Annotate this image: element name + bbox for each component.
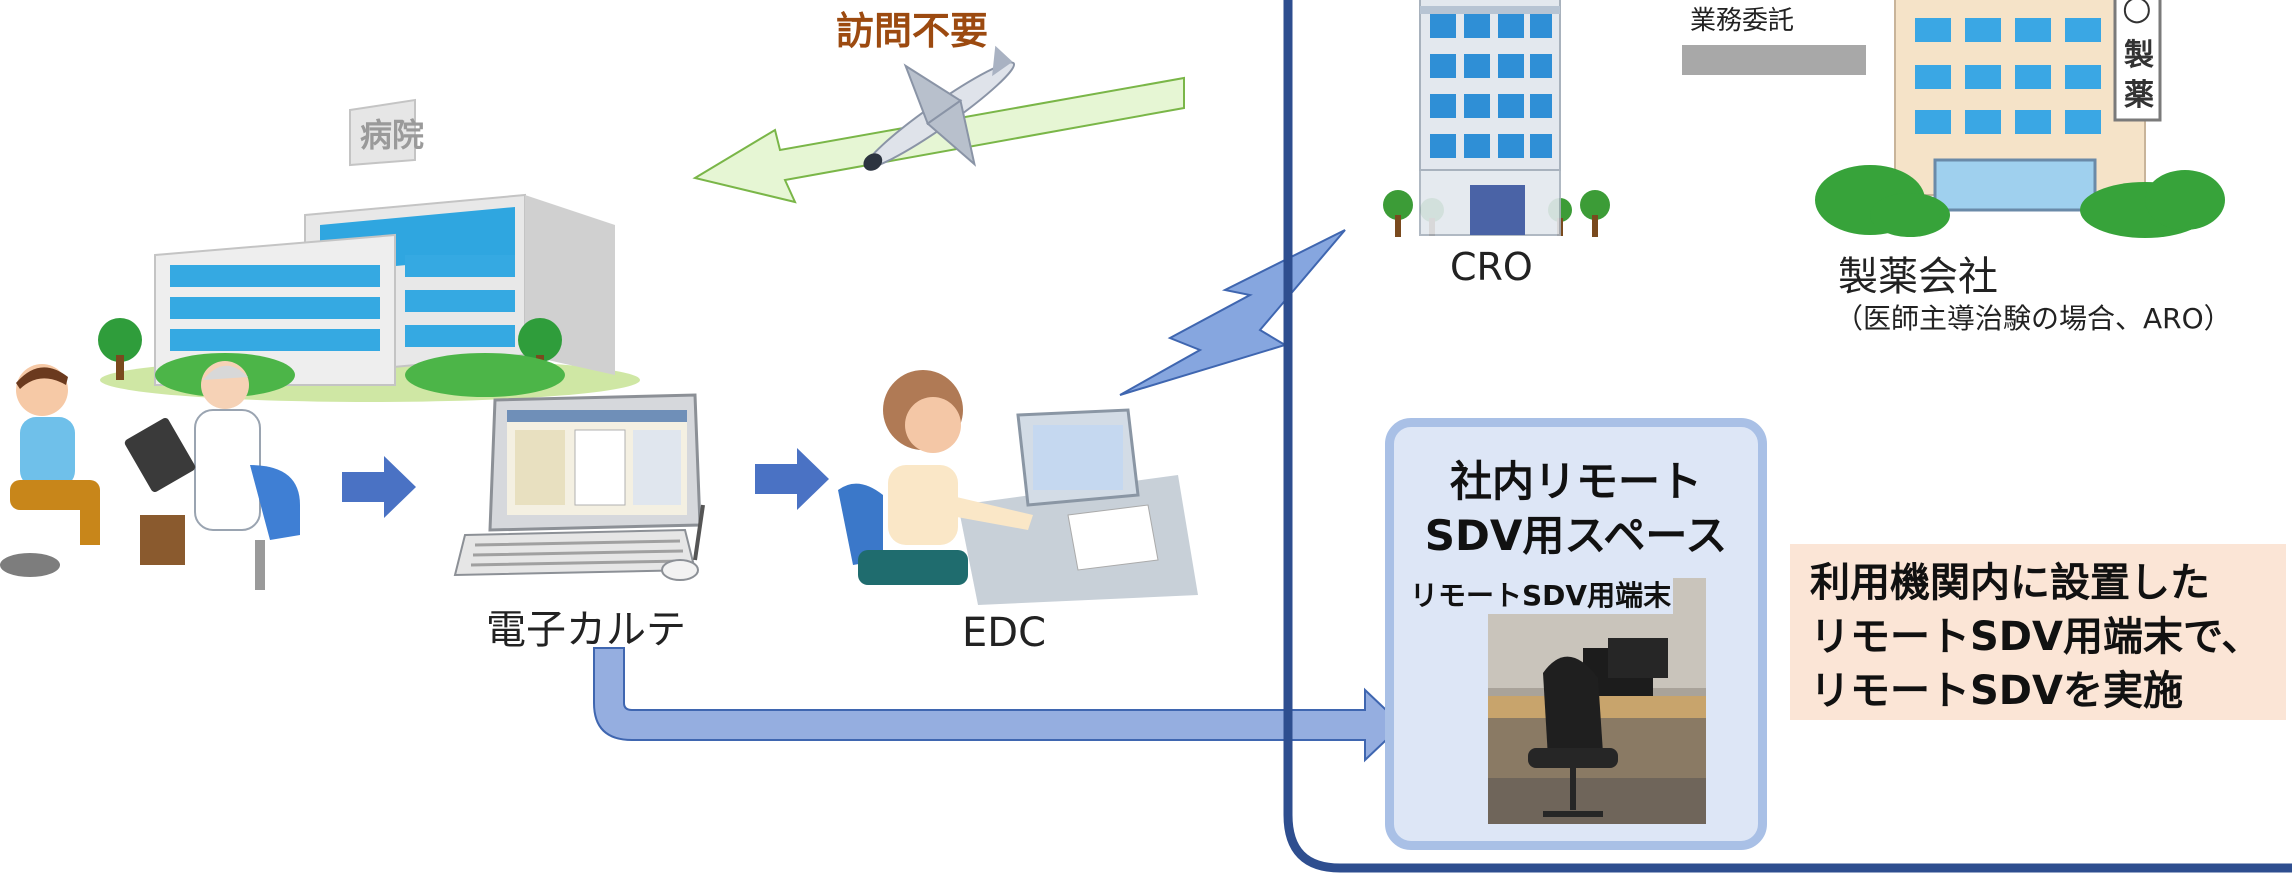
doctor-patient-icon xyxy=(0,361,300,590)
no-visit-label: 訪問不要 xyxy=(836,9,989,53)
hospital-sign: 病院 xyxy=(360,116,425,154)
edc-label: EDC xyxy=(962,610,1047,656)
remote-terminal-photo xyxy=(1488,578,1706,824)
pharma-sign-1: 製 xyxy=(2124,38,2154,73)
pharma-building-icon xyxy=(1815,0,2225,238)
remote-space-title-2: SDV用スペース xyxy=(1424,511,1728,560)
emr-label: 電子カルテ xyxy=(486,607,686,653)
callout-line-1: 利用機関内に設置した xyxy=(1810,560,2210,606)
pharma-sign-2: 薬 xyxy=(2124,78,2154,113)
remote-sdv-callout xyxy=(1790,544,2286,720)
pharma-note: （医師主導治験の場合、ARO） xyxy=(1835,302,2232,335)
callout-line-3: リモートSDVを実施 xyxy=(1810,668,2183,714)
emr-computer-icon xyxy=(453,393,705,581)
outsourcing-label: 業務委託 xyxy=(1690,6,1795,36)
cro-label: CRO xyxy=(1450,245,1533,289)
no-visit-arrow xyxy=(692,76,1185,204)
airplane-icon xyxy=(863,45,1016,171)
edc-operator-icon xyxy=(838,370,1198,605)
flow-arrow-2 xyxy=(755,448,829,510)
pharma-sign-top: ○ xyxy=(2122,0,2152,28)
remote-space-title-1: 社内リモート xyxy=(1449,457,1702,506)
cro-building-icon xyxy=(1383,0,1610,237)
hospital-building-icon xyxy=(98,98,640,402)
flow-arrow-1 xyxy=(342,456,416,518)
remote-terminal-label: リモートSDV用端末 xyxy=(1408,574,1674,614)
outsourcing-connector xyxy=(1682,45,1866,75)
company-panel xyxy=(1283,0,2292,873)
callout-line-2: リモートSDV用端末で、 xyxy=(1810,614,2262,660)
pharma-label: 製薬会社 xyxy=(1838,254,1998,300)
